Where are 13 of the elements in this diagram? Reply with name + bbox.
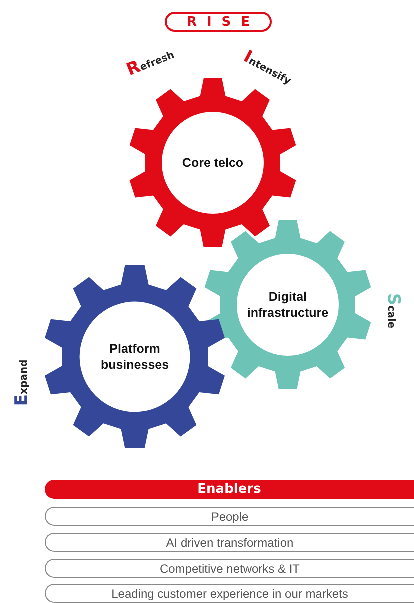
enabler-bar: Competitive networks & IT — [45, 559, 414, 578]
gear — [203, 220, 373, 390]
gear-label: Platform businesses — [100, 340, 170, 374]
gear-label: Core telco — [181, 154, 245, 172]
enabler-bar: Leading customer experience in our markets — [45, 584, 414, 603]
gear-label: Digital infrastructure — [246, 288, 330, 322]
enabler-bar: People — [45, 507, 414, 526]
gear-caption: Scale — [383, 293, 404, 329]
gear-caption: Expand — [12, 360, 32, 406]
title-badge: RISE — [165, 12, 272, 32]
enabler-bar: AI driven transformation — [45, 533, 414, 552]
header-bar: Enablers — [45, 480, 414, 499]
gear — [43, 265, 227, 449]
